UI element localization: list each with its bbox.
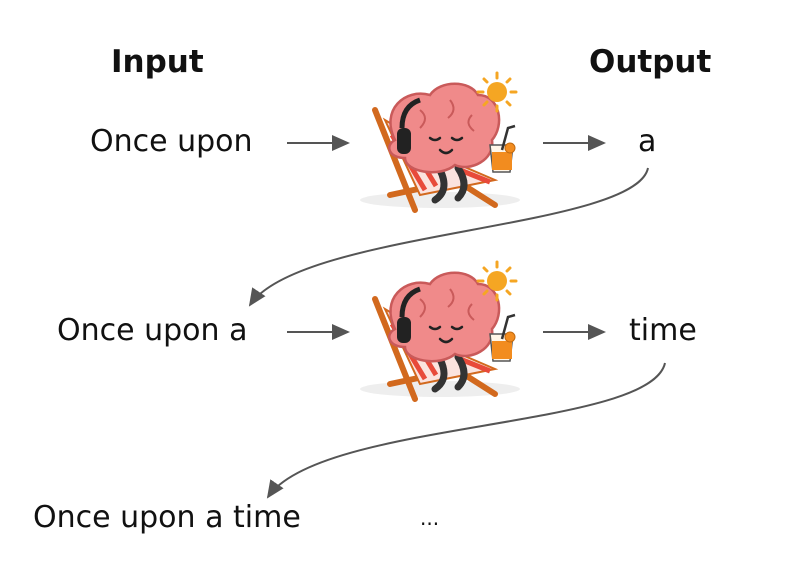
output-header: Output bbox=[589, 44, 712, 80]
input-header: Input bbox=[111, 44, 204, 80]
ellipsis-text: ... bbox=[420, 506, 440, 530]
input-text-1: Once upon bbox=[90, 124, 253, 159]
relaxing-brain-icon-2 bbox=[360, 262, 520, 399]
output-text-1: a bbox=[638, 124, 657, 159]
output-text-2: time bbox=[629, 313, 697, 348]
input-text-2: Once upon a bbox=[57, 313, 248, 348]
feedback-arrow-1 bbox=[248, 167, 649, 307]
relaxing-brain-icon bbox=[360, 73, 520, 210]
feedback-arrow-2 bbox=[266, 362, 666, 499]
final-input-text: Once upon a time bbox=[33, 500, 301, 535]
